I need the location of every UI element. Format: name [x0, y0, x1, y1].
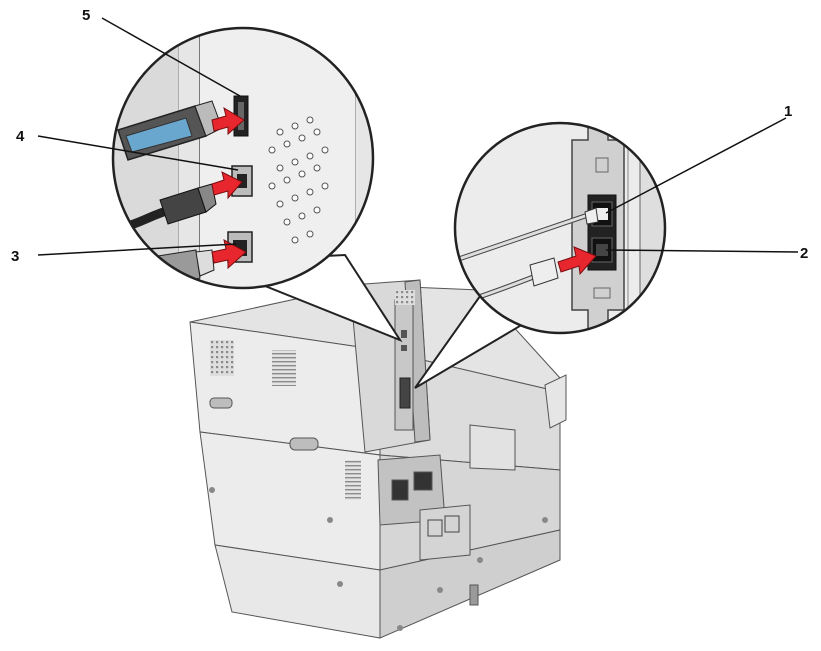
callout-5: 5	[82, 7, 90, 24]
leader-line-1	[605, 117, 787, 214]
leader-line-5	[101, 17, 241, 97]
callout-2: 2	[800, 245, 808, 262]
insert-arrow-usb-drive	[211, 106, 245, 136]
callout-4: 4	[16, 128, 25, 145]
fax-line-icon	[595, 157, 609, 173]
magnifier-fax-ports	[414, 121, 667, 389]
leader-line-3	[37, 243, 237, 256]
insert-arrow-ethernet	[211, 239, 247, 270]
callout-3: 3	[11, 248, 19, 265]
callout-labels: 1 2 3 4 5	[11, 7, 808, 265]
callout-1: 1	[784, 103, 792, 120]
printer	[189, 279, 567, 639]
phone-ext-icon	[593, 287, 611, 299]
leader-line-4	[37, 135, 239, 171]
insert-arrow-fax	[557, 246, 597, 276]
insert-arrow-usb-cable	[211, 171, 243, 200]
magnifier-rear-ports	[111, 26, 403, 343]
vent-holes	[268, 116, 329, 244]
usb-flash-drive	[117, 100, 223, 161]
usb-cable	[113, 183, 217, 235]
callout-leaders	[37, 17, 799, 256]
phone-plug	[529, 257, 559, 287]
leader-line-2	[605, 249, 799, 253]
